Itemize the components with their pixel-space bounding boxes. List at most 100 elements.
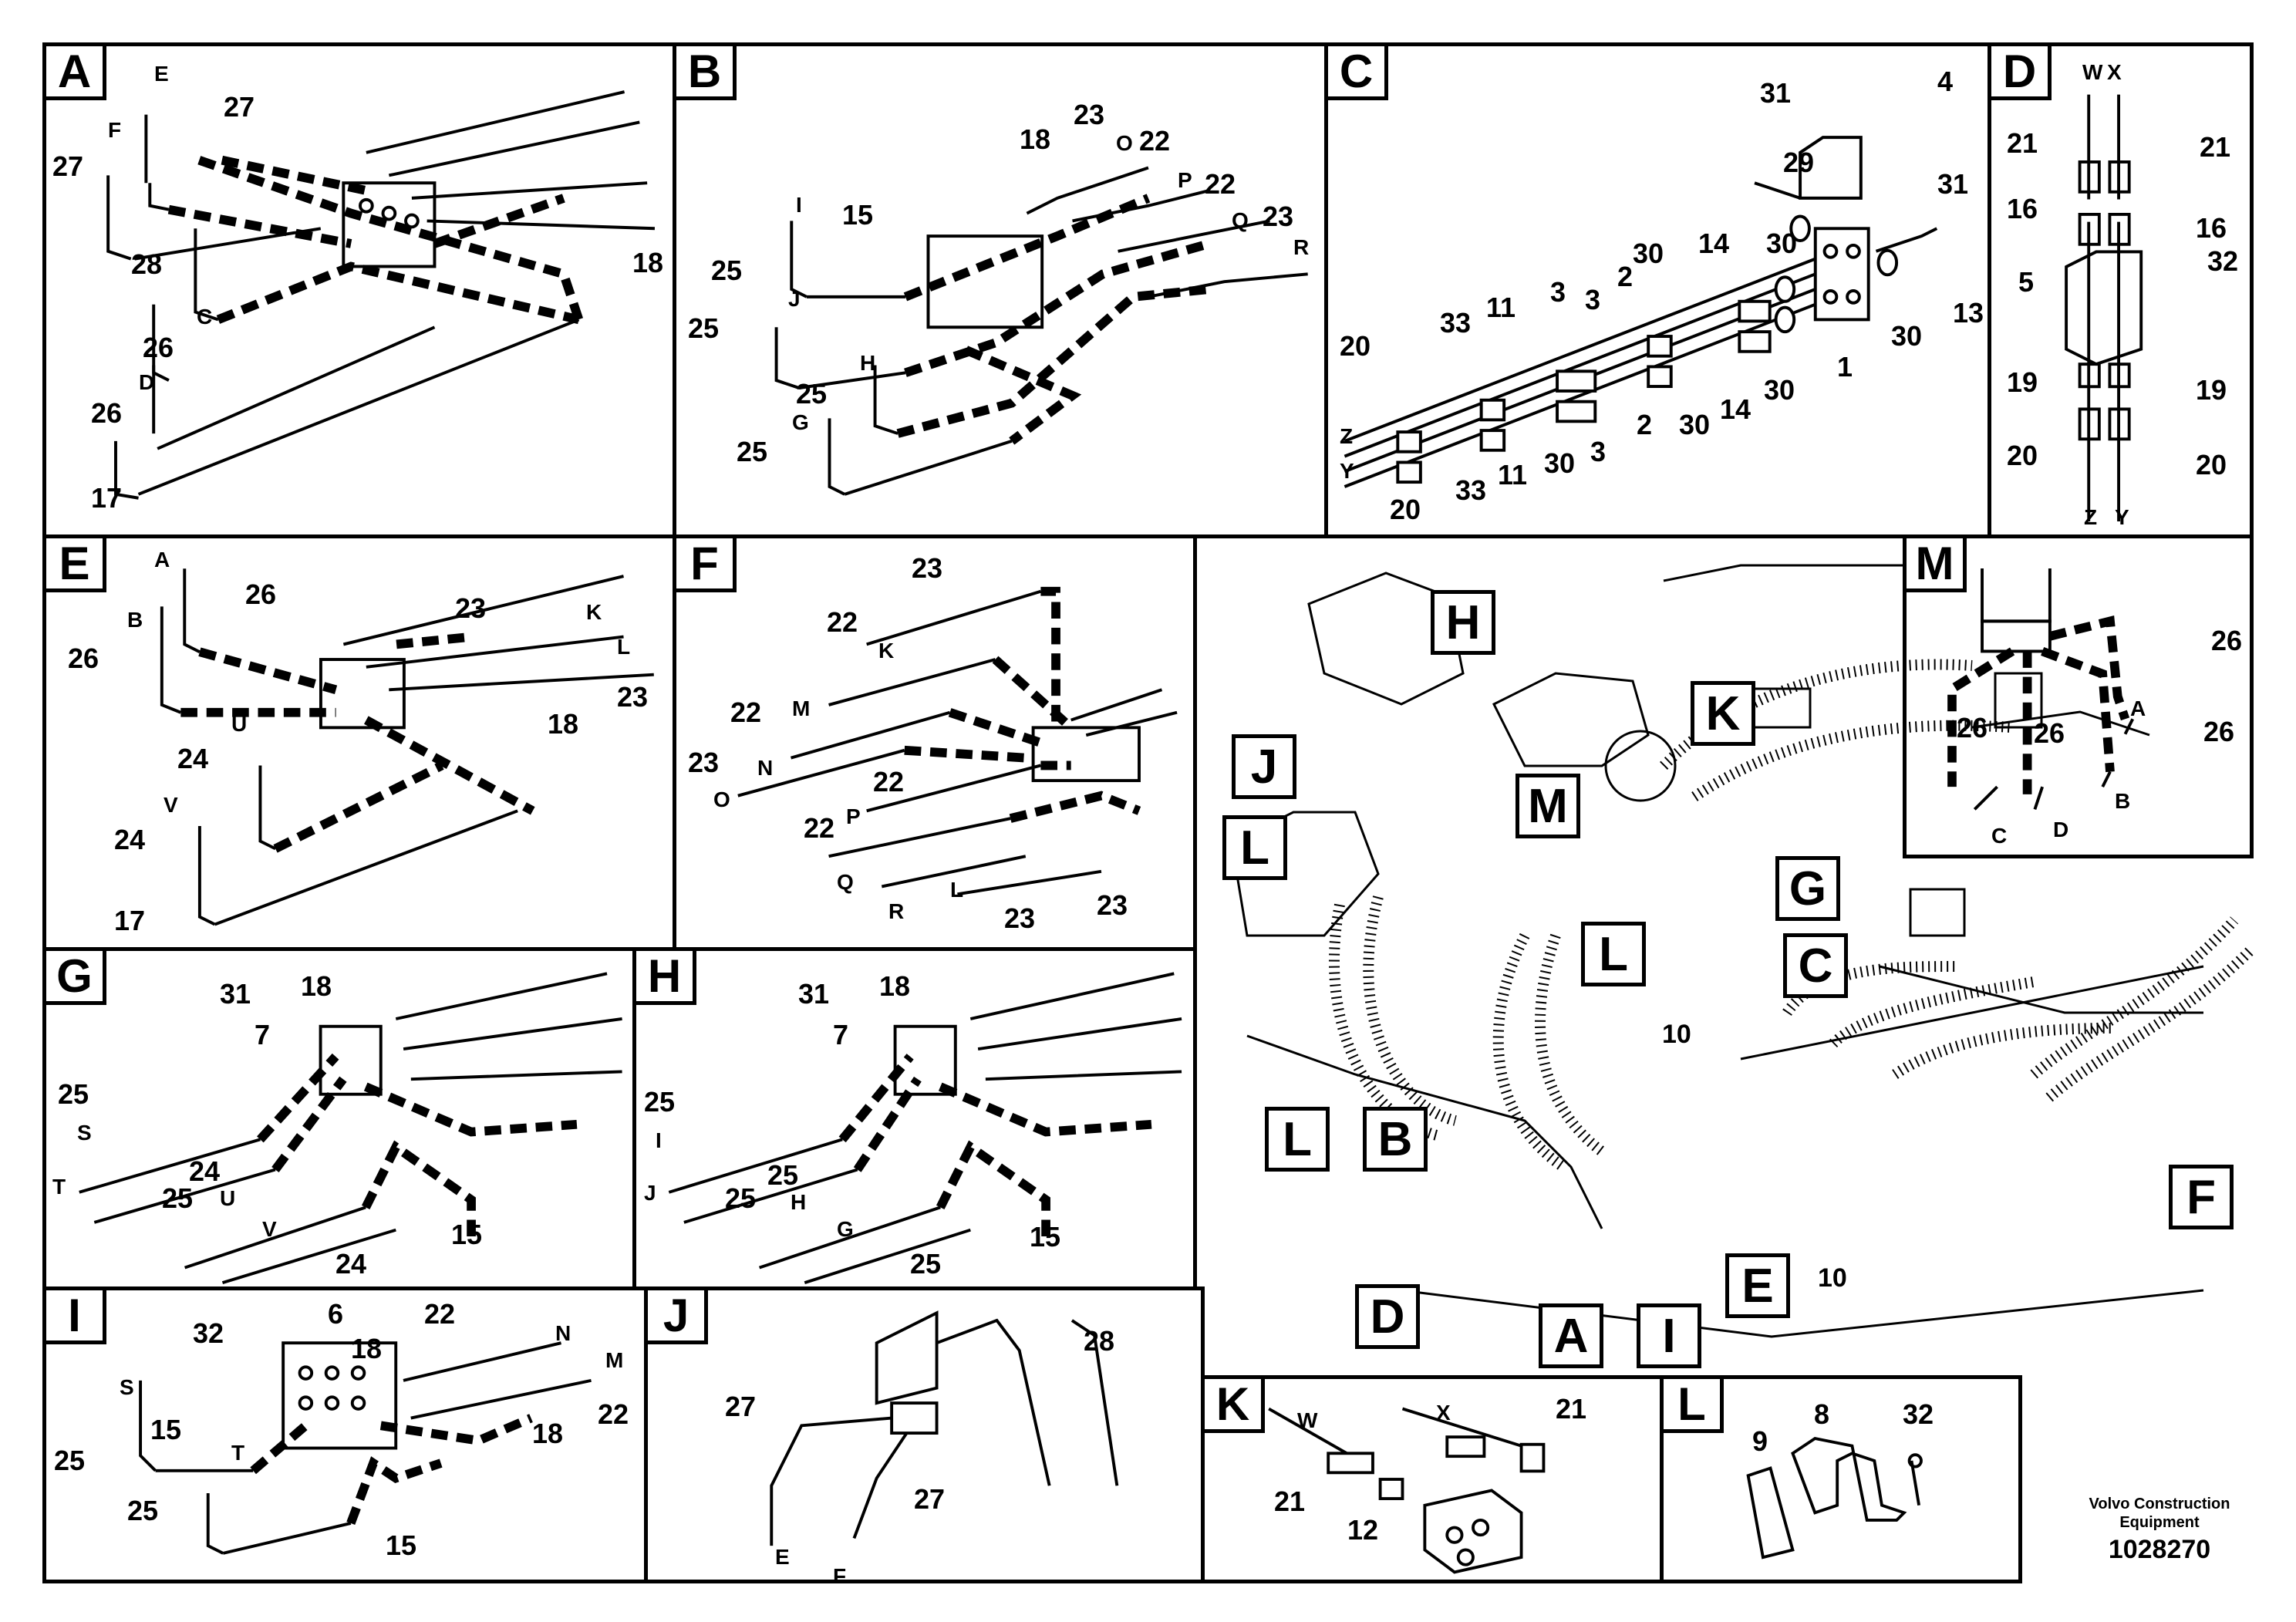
part-number: 15: [842, 199, 874, 231]
label-letter: P: [846, 804, 861, 828]
part-number: 25: [58, 1078, 89, 1110]
part-number: 23: [1074, 99, 1105, 130]
part-number: 26: [2034, 717, 2065, 749]
panel-k-valve-drawing: [1268, 1407, 1546, 1574]
part-number: 26: [2211, 625, 2243, 656]
part-number: 18: [548, 708, 579, 740]
part-number: 33: [1455, 474, 1487, 506]
part-number: 18: [879, 970, 911, 1002]
part-number: 20: [1340, 330, 1371, 362]
label-letter: O: [1116, 131, 1133, 155]
part-number: 27: [725, 1391, 757, 1422]
panel-i-bracket-drawing: [139, 1341, 592, 1555]
label-letter: I: [796, 193, 802, 217]
label-letter: J: [644, 1181, 656, 1205]
part-number: 22: [827, 606, 858, 638]
label-letter: K: [878, 639, 895, 663]
part-number: 30: [1679, 409, 1711, 440]
label-letter: S: [120, 1375, 134, 1399]
panel-h-bracket-drawing: [668, 972, 1182, 1284]
label-letter: Y: [2115, 505, 2129, 529]
part-number: 24: [189, 1155, 221, 1187]
part-number: 15: [451, 1219, 483, 1250]
part-number: 33: [1440, 307, 1472, 339]
part-number: 30: [1633, 238, 1664, 269]
part-number: 31: [1937, 168, 1969, 200]
part-number: 26: [68, 642, 99, 674]
label-letter: S: [77, 1121, 92, 1145]
part-number: 21: [2200, 131, 2231, 163]
panel-c: C 31 4: [1324, 42, 1991, 538]
label-letter: H: [860, 351, 876, 375]
callout-g: G: [1775, 856, 1840, 921]
part-number: 23: [1097, 889, 1128, 921]
label-letter: R: [1293, 235, 1310, 259]
part-number: 23: [455, 592, 487, 624]
label-letter: X: [2107, 60, 2122, 84]
part-number: 5: [2018, 266, 2035, 298]
panel-l: L 8 32 9: [1660, 1375, 2022, 1583]
part-number: 22: [873, 766, 905, 798]
label-letter: T: [231, 1441, 245, 1465]
part-number: 23: [1263, 201, 1294, 232]
part-number: 22: [424, 1298, 456, 1330]
part-number: 15: [386, 1529, 417, 1561]
label-letter: V: [164, 793, 178, 817]
panel-label-j: J: [648, 1290, 708, 1344]
label-letter: T: [52, 1175, 66, 1199]
callout-f: F: [2169, 1165, 2234, 1229]
callout-k: K: [1691, 681, 1755, 746]
part-number: 30: [1766, 228, 1798, 259]
panel-e: E A 26 B 26 23 K L 23 18: [42, 534, 676, 951]
callout-l-1: L: [1222, 815, 1287, 880]
part-number: 26: [143, 332, 174, 363]
part-number: 15: [150, 1414, 182, 1445]
part-number: 22: [1205, 168, 1236, 200]
part-number: 26: [91, 397, 123, 429]
panel-label-b: B: [676, 46, 737, 100]
part-number: 25: [796, 378, 828, 410]
part-number: 20: [2007, 440, 2038, 471]
part-number: 24: [335, 1248, 367, 1280]
panel-d: D W X 21 21 16 16 32 5 19 19 20 20 Z Y: [1988, 42, 2254, 538]
label-letter: A: [2130, 696, 2146, 720]
label-letter: N: [757, 756, 774, 780]
part-number: 29: [1783, 147, 1815, 178]
part-number: 21: [1556, 1393, 1587, 1425]
part-number: 30: [1764, 374, 1795, 406]
panel-label-d: D: [1991, 46, 2052, 100]
panel-b: B 18 23 O 22 P 22: [673, 42, 1328, 538]
panel-j-hose-drawing: [770, 1310, 1119, 1546]
panel-b-hose-drawing: [774, 166, 1308, 496]
part-number: 32: [1903, 1398, 1934, 1430]
part-number: 30: [1544, 447, 1576, 479]
part-number: 24: [114, 824, 146, 855]
part-number: 25: [644, 1086, 676, 1118]
callout-b: B: [1363, 1107, 1428, 1172]
panel-a-hose-drawing: [106, 90, 656, 500]
label-letter: L: [617, 635, 631, 659]
part-number: 18: [301, 970, 332, 1002]
part-number: 2: [1637, 409, 1653, 440]
overview-part-number: 10: [1818, 1263, 1847, 1293]
callout-l-3: L: [1265, 1107, 1330, 1172]
panel-m: M 26 A 26 26 26 B C D: [1903, 534, 2254, 858]
panel-m-hose-drawing: [1947, 568, 2135, 811]
label-letter: U: [220, 1186, 236, 1210]
part-number: 20: [2196, 449, 2227, 481]
part-number: 23: [912, 552, 943, 584]
part-number: 27: [914, 1483, 946, 1515]
panel-label-m: M: [1907, 538, 1967, 592]
part-number: 25: [127, 1495, 159, 1526]
label-letter: F: [833, 1564, 847, 1583]
part-number: 14: [1698, 228, 1730, 259]
panel-d-bracket-drawing: [2065, 94, 2143, 522]
callout-d: D: [1355, 1284, 1420, 1349]
part-number: 20: [1390, 494, 1421, 525]
label-letter: Q: [837, 870, 854, 894]
label-letter: B: [2115, 789, 2131, 813]
part-number: 32: [2207, 245, 2239, 277]
callout-a: A: [1539, 1303, 1603, 1368]
label-letter: O: [713, 787, 730, 811]
